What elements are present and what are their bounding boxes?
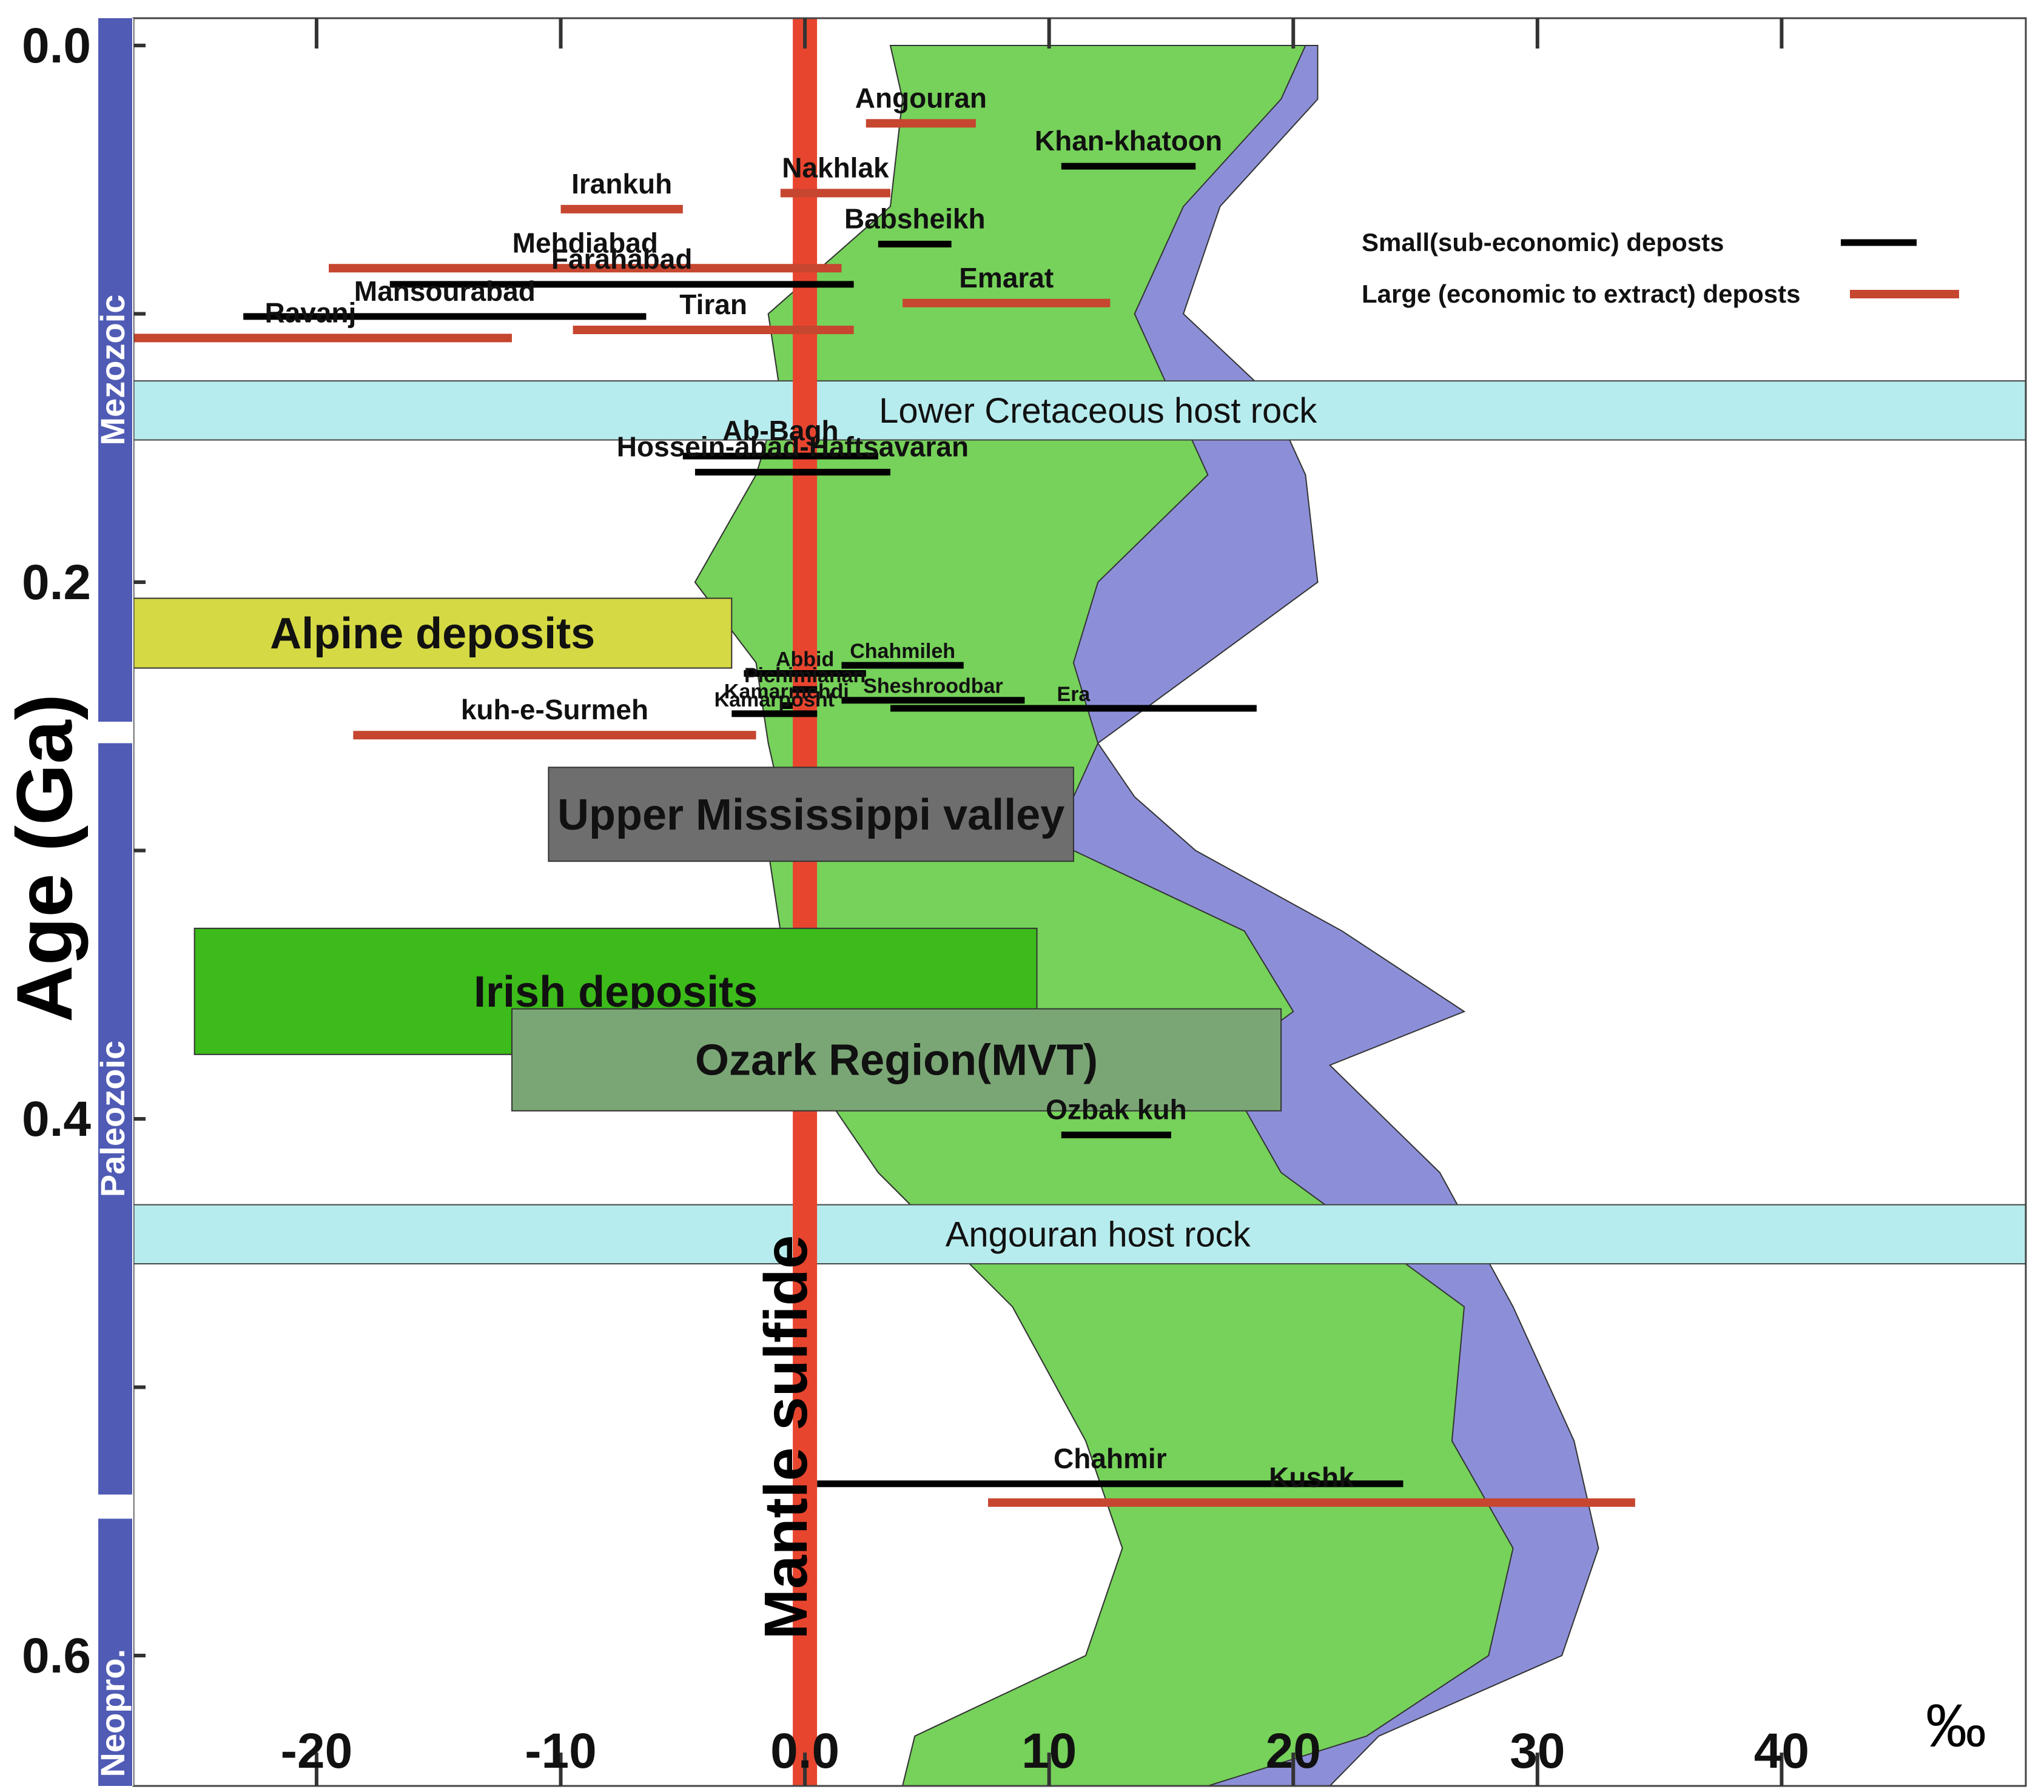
deposit-label-kamarmehdi: Kamarmehdi bbox=[724, 680, 849, 703]
era-bar-neopro bbox=[98, 1519, 132, 1786]
y-axis-label: Age (Ga) bbox=[0, 694, 89, 1022]
legend-label-small: Small(sub-economic) deposts bbox=[1362, 228, 1724, 257]
region-label-ozark-region-mvt: Ozark Region(MVT) bbox=[695, 1036, 1098, 1085]
x-tick-label: 0.0 bbox=[770, 1723, 839, 1779]
x-tick-label: 10 bbox=[1021, 1723, 1077, 1779]
x-axis-unit: ‰ bbox=[1926, 1692, 1986, 1760]
host-rock-label-lower-cretaceous-host-rock: Lower Cretaceous host rock bbox=[879, 391, 1317, 431]
y-tick-label: 0.0 bbox=[22, 18, 91, 73]
region-label-upper-mississippi-valley: Upper Mississippi valley bbox=[557, 791, 1064, 839]
legend-label-large: Large (economic to extract) deposts bbox=[1362, 280, 1801, 308]
x-tick-label: 30 bbox=[1510, 1723, 1565, 1779]
deposit-label-era: Era bbox=[1057, 683, 1091, 706]
mantle-sulfide-bar bbox=[793, 18, 818, 1786]
x-tick-label: 20 bbox=[1266, 1723, 1321, 1779]
region-label-irish-deposits: Irish deposits bbox=[474, 968, 758, 1016]
region-ozark-region-mvt bbox=[511, 1008, 1282, 1112]
deposit-label-sheshroodbar: Sheshroodbar bbox=[863, 675, 1003, 698]
deposit-label-pichimianan: Pichimianan bbox=[744, 664, 866, 687]
era-label-mezozoic: Mezozoic bbox=[93, 295, 132, 446]
era-bar-paleozoic bbox=[98, 743, 132, 1495]
era-label-paleozoic: Paleozoic bbox=[93, 1041, 132, 1197]
x-tick-label: -20 bbox=[281, 1723, 353, 1779]
deposit-ranges: AngouranKhan-khatoonNakhlakIrankuhBabshe… bbox=[109, 82, 1635, 1507]
host-rock-label-angouran-host-rock: Angouran host rock bbox=[946, 1215, 1251, 1254]
deposit-label-angouran: Angouran bbox=[855, 82, 987, 113]
deposit-label-ozbak-kuh: Ozbak kuh bbox=[1046, 1094, 1187, 1126]
deposit-label-irankuh: Irankuh bbox=[571, 168, 672, 200]
deposit-label-emarat: Emarat bbox=[959, 262, 1054, 294]
deposit-label-kushk: Kushk bbox=[1269, 1461, 1354, 1493]
deposit-label-mehdiabad: Mehdiabad bbox=[513, 227, 658, 258]
mantle-sulfide-label: Mantle sulfide bbox=[752, 1235, 820, 1640]
deposit-label-babsheikh: Babsheikh bbox=[844, 203, 986, 234]
y-tick-label: 0.6 bbox=[22, 1628, 91, 1683]
region-alpine-deposits bbox=[133, 597, 733, 669]
deposit-label-nakhlak: Nakhlak bbox=[782, 152, 889, 183]
era-bar-mezozoic bbox=[98, 18, 132, 722]
deposit-label-chahmir: Chahmir bbox=[1054, 1443, 1167, 1474]
era-label-neopro: Neopro. bbox=[93, 1649, 132, 1777]
seawater-envelope bbox=[694, 45, 1599, 1787]
region-label-alpine-deposits: Alpine deposits bbox=[270, 609, 595, 658]
deposit-label-khan-khatoon: Khan-khatoon bbox=[1035, 125, 1222, 156]
y-tick-label: 0.2 bbox=[22, 555, 91, 610]
x-tick-label: 40 bbox=[1754, 1723, 1809, 1779]
deposit-label-abbid: Abbid bbox=[776, 648, 834, 671]
y-tick-label: 0.4 bbox=[22, 1092, 91, 1147]
deposit-label-ravanj: Ravanj bbox=[264, 297, 356, 328]
deposit-label-ab-bagh: Ab-Bagh bbox=[722, 415, 839, 446]
host-rock-band-angouran-host-rock bbox=[133, 1204, 2026, 1264]
mantle-sulfide-band bbox=[793, 18, 818, 1786]
deposit-label-tiran: Tiran bbox=[679, 289, 747, 320]
deposit-label-chahmileh: Chahmileh bbox=[850, 640, 955, 663]
host-rock-band-lower-cretaceous-host-rock bbox=[133, 380, 2026, 441]
deposit-label-hossein-abad-haftsavaran: Hossein-abad-Haftsavaran bbox=[617, 431, 969, 463]
region-upper-mississippi-valley bbox=[548, 767, 1074, 862]
deposit-label-mansourabad: Mansourabad bbox=[354, 275, 536, 307]
deposit-label-farahabad: Farahabad bbox=[551, 243, 693, 275]
x-tick-label: -10 bbox=[525, 1723, 597, 1779]
deposit-label-kamarposht: Kamarposht bbox=[714, 688, 835, 711]
deposit-label-kuh-e-surmeh: kuh-e-Surmeh bbox=[461, 694, 648, 725]
